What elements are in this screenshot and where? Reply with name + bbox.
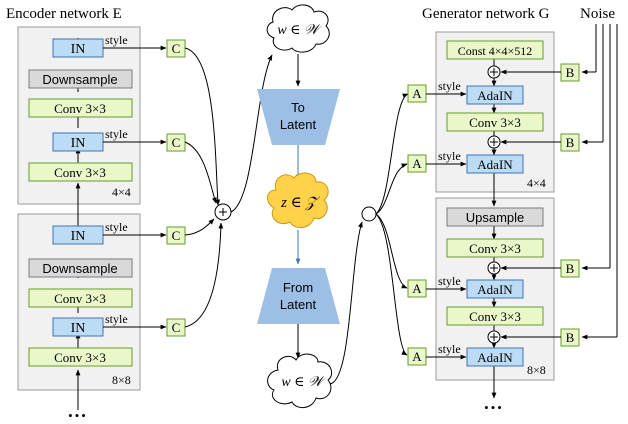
to-latent-line-1: To	[291, 100, 305, 115]
adain-2	[466, 154, 524, 174]
w-label-bottom: w ∈ 𝒲	[281, 375, 326, 390]
encoder-more: •••	[68, 408, 88, 423]
to-latent-block	[257, 89, 340, 145]
adain-2-label: AdaIN	[477, 157, 513, 172]
adain-1-label: AdaIN	[477, 88, 513, 103]
encoder-block-8x8-size: 8×8	[112, 373, 131, 387]
encoder-downsample-2	[28, 258, 133, 278]
z-cloud	[267, 172, 329, 228]
a-box-3-label: A	[412, 281, 422, 296]
encoder-downsample-1-label: Downsample	[42, 72, 117, 87]
z-label: z ∈ 𝒵	[280, 195, 320, 211]
encoder-title: Encoder network E	[6, 6, 122, 22]
encoder-in-2-label: IN	[71, 136, 86, 151]
b-box-3-label: B	[566, 261, 575, 276]
encoder-in-1-label: IN	[71, 42, 86, 57]
const-label: Const 4×4×512	[458, 44, 533, 58]
c-box-4	[166, 318, 186, 337]
b-box-4-label: B	[566, 330, 575, 345]
gen-conv-3-label: Conv 3×3	[469, 309, 521, 324]
gen-style-label-3: style	[438, 274, 461, 288]
encoder-downsample-2-label: Downsample	[42, 261, 117, 276]
encoder-conv-4-label: Conv 3×3	[54, 350, 106, 365]
generator-more: •••	[484, 400, 504, 415]
style-label-4: style	[105, 312, 128, 326]
noise-title: Noise	[580, 6, 615, 22]
adain-1	[466, 85, 524, 105]
c-box-3	[166, 226, 186, 245]
generator-block-8x8-size: 8×8	[527, 363, 546, 377]
gen-style-label-2: style	[438, 149, 461, 163]
encoder-conv-3	[28, 288, 133, 308]
encoder-conv-3-label: Conv 3×3	[54, 291, 106, 306]
a-box-2-label: A	[412, 156, 422, 171]
gen-conv-1	[446, 112, 544, 132]
adain-3-label: AdaIN	[477, 282, 513, 297]
from-latent-block	[257, 268, 340, 324]
encoder-in-3-label: IN	[71, 229, 86, 244]
style-label-1: style	[105, 33, 128, 47]
c-box-2-label: C	[172, 135, 181, 150]
encoder-in-4-label: IN	[71, 321, 86, 336]
generator-style-inputs: A style A style A style A style	[407, 79, 467, 366]
b-box-1-label: B	[566, 65, 575, 80]
gen-conv-1-label: Conv 3×3	[469, 115, 521, 130]
w-cloud-top	[266, 4, 330, 53]
a-box-1-label: A	[412, 86, 422, 101]
gen-conv-2	[446, 238, 544, 258]
const-block	[446, 40, 544, 60]
generator-block-4x4-size: 4×4	[527, 176, 546, 190]
w-distribution-node	[361, 206, 377, 222]
encoder-conv-2	[28, 162, 133, 182]
to-latent-line-2: Latent	[280, 117, 317, 132]
adain-3	[466, 279, 524, 299]
encoder-style-outputs: style C style C style C style C	[103, 33, 224, 337]
from-latent-line-2: Latent	[280, 297, 317, 312]
noise-inputs: B B B B	[500, 24, 618, 347]
c-box-1-label: C	[172, 41, 181, 56]
c-box-4-label: C	[172, 320, 181, 335]
b-box-2-label: B	[566, 135, 575, 150]
adain-4-label: AdaIN	[477, 350, 513, 365]
c-box-3-label: C	[172, 228, 181, 243]
w-cloud-bottom	[267, 353, 333, 408]
encoder-conv-4	[28, 347, 133, 367]
gen-conv-3	[446, 306, 544, 326]
upsample-block	[446, 207, 544, 227]
encoder-conv-1	[28, 98, 133, 118]
encoder-downsample-1	[28, 69, 133, 89]
gen-conv-2-label: Conv 3×3	[469, 241, 521, 256]
style-label-3: style	[105, 220, 128, 234]
generator-title: Generator network G	[422, 6, 550, 22]
a-box-4-label: A	[412, 349, 422, 364]
style-label-2: style	[105, 127, 128, 141]
encoder-conv-2-label: Conv 3×3	[54, 165, 106, 180]
gen-style-label-4: style	[438, 342, 461, 356]
encoder-conv-1-label: Conv 3×3	[54, 101, 106, 116]
encoder-block-4x4-size: 4×4	[112, 185, 131, 199]
gen-style-label-1: style	[438, 79, 461, 93]
adain-4	[466, 347, 524, 367]
upsample-label: Upsample	[466, 210, 525, 225]
from-latent-line-1: From	[283, 280, 313, 295]
w-label-top: w ∈ 𝒲	[277, 23, 322, 38]
